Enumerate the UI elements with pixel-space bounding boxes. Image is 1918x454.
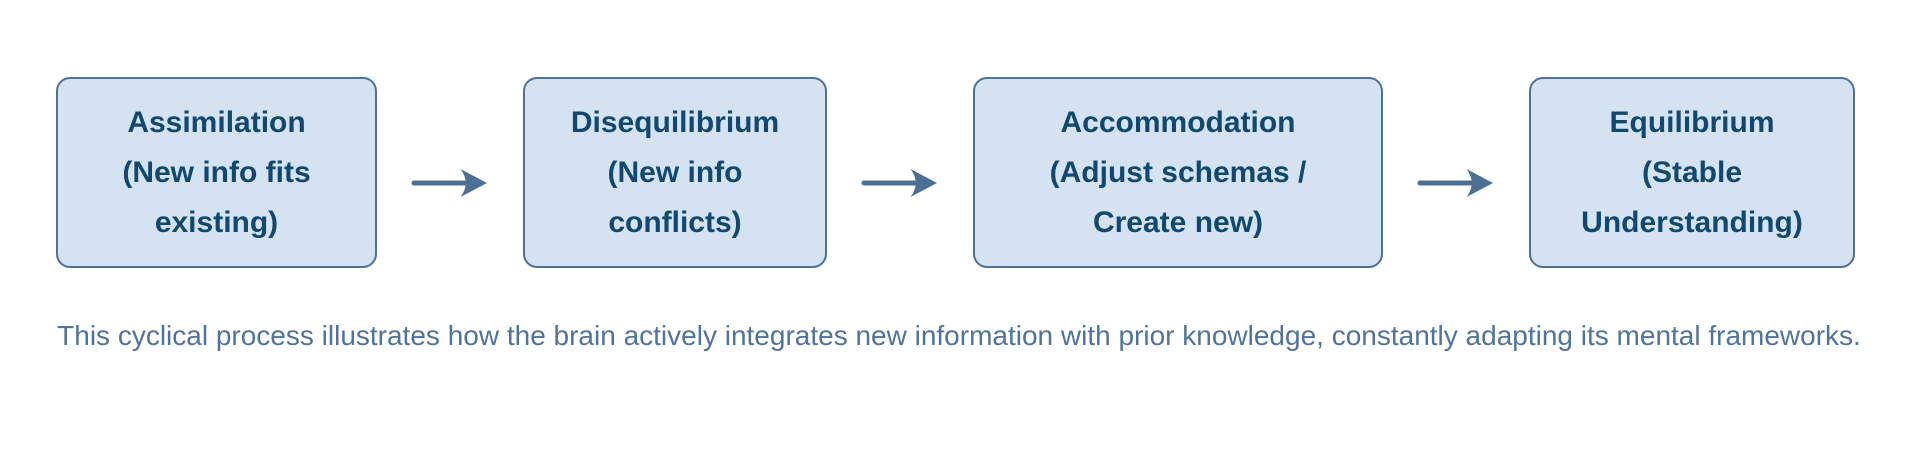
flow-box-assimilation: Assimilation (New info fits existing)	[56, 77, 377, 268]
box-title: Equilibrium	[1609, 105, 1775, 139]
box-subtitle-line: (Adjust schemas /	[1049, 155, 1307, 189]
process-flow: Assimilation (New info fits existing) Di…	[56, 77, 1855, 268]
box-title: Assimilation	[127, 105, 306, 139]
box-subtitle-line: (Stable	[1641, 155, 1743, 189]
caption-text: This cyclical process illustrates how th…	[57, 320, 1861, 351]
flow-box-equilibrium: Equilibrium (Stable Understanding)	[1529, 77, 1855, 268]
box-subtitle-line: (New info	[607, 155, 743, 189]
box-subtitle-line: Understanding)	[1581, 205, 1803, 239]
box-title: Accommodation	[1060, 105, 1296, 139]
arrow-right-icon	[827, 77, 973, 268]
box-subtitle-line: (New info fits	[122, 155, 311, 189]
arrow-right-icon	[1383, 77, 1529, 268]
diagram-caption: This cyclical process illustrates how th…	[0, 311, 1918, 361]
arrow-right-icon	[377, 77, 523, 268]
box-subtitle-line: conflicts)	[608, 205, 742, 239]
box-title: Disequilibrium	[570, 105, 780, 139]
box-subtitle-line: existing)	[154, 205, 279, 239]
flow-box-accommodation: Accommodation (Adjust schemas / Create n…	[973, 77, 1383, 268]
box-subtitle-line: Create new)	[1092, 205, 1264, 239]
flow-box-disequilibrium: Disequilibrium (New info conflicts)	[523, 77, 827, 268]
